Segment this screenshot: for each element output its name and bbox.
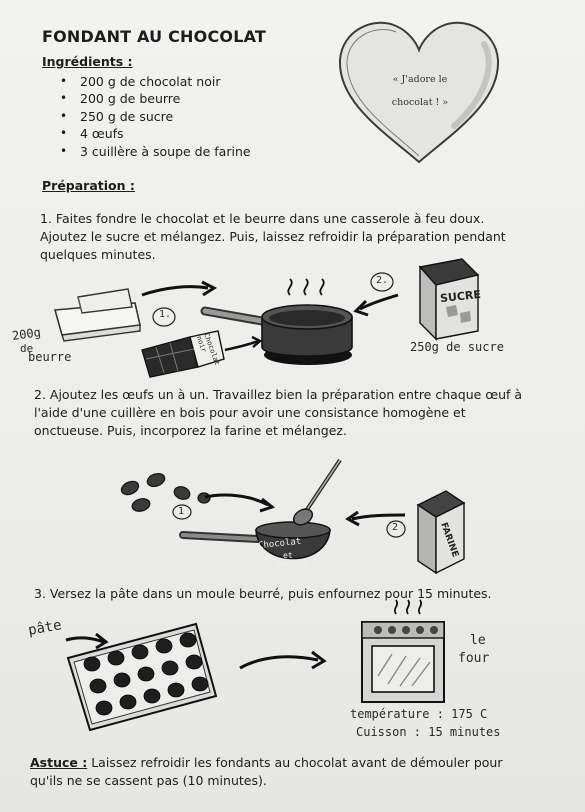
heart-quote-line1: « J'adore le xyxy=(392,74,448,85)
oven-icon xyxy=(361,599,445,703)
ingredients-list: 200 g de chocolat noir 200 g de beurre 2… xyxy=(60,73,251,160)
tray-cup xyxy=(179,632,197,648)
spoon-icon xyxy=(292,458,342,526)
heart-icon xyxy=(338,21,500,164)
tray-cup xyxy=(191,676,209,692)
tip-text: Astuce : Laissez refroidir les fondants … xyxy=(30,754,530,790)
illustration-step-3 xyxy=(65,599,445,732)
cuisson-label: Cuisson : 15 minutes xyxy=(356,725,501,739)
muffin-tray-icon xyxy=(66,622,218,732)
step-1-text: 1. Faites fondre le chocolat et le beurr… xyxy=(40,211,506,262)
tip-body: Laissez refroidir les fondants au chocol… xyxy=(30,755,503,788)
recipe-title: FONDANT AU CHOCOLAT xyxy=(42,27,267,46)
tray-cup xyxy=(95,700,113,716)
marker-2-label: 2 xyxy=(392,522,399,533)
butter-label-3: beurre xyxy=(28,350,72,364)
tray-cup xyxy=(89,678,107,694)
flour-box-icon xyxy=(416,490,466,575)
marker-1-circle xyxy=(172,504,192,520)
tray-cup xyxy=(113,672,131,688)
butter-icon xyxy=(53,288,141,342)
step-2-text: 2. Ajoutez les œufs un à un. Travaillez … xyxy=(34,387,523,438)
chocolate-bar-icon xyxy=(141,330,225,378)
marker-2-circle xyxy=(386,520,406,538)
preparation-heading: Préparation : xyxy=(42,178,135,193)
tray-cup xyxy=(107,650,125,666)
marker-1-label: 1. xyxy=(159,309,172,320)
step-3-text: 3. Versez la pâte dans un moule beurré, … xyxy=(34,586,492,601)
tray-cup xyxy=(155,638,173,654)
tray-cup xyxy=(143,688,161,704)
tray-cup xyxy=(83,656,101,672)
ingredient-item: 250 g de sucre xyxy=(60,108,251,126)
tip-label: Astuce : xyxy=(30,755,88,770)
sugar-box-icon xyxy=(418,258,480,341)
sugar-label: 250g de sucre xyxy=(410,340,504,354)
bowl-label-2: et xyxy=(283,551,293,560)
tray-cup xyxy=(137,666,155,682)
eggs-icon xyxy=(120,472,211,512)
ingredient-item: 4 œufs xyxy=(60,125,251,143)
illustration-step-2 xyxy=(120,458,466,575)
tray-cup xyxy=(185,654,203,670)
tray-cup xyxy=(161,660,179,676)
marker-2-circle xyxy=(370,272,394,292)
illustration-step-1 xyxy=(53,258,480,378)
butter-label-2: de xyxy=(20,342,34,355)
marker-1-circle xyxy=(152,307,176,327)
ingredient-item: 200 g de beurre xyxy=(60,90,251,108)
heart-quote-line2: chocolat ! » xyxy=(391,97,449,108)
oven-label-2: four xyxy=(458,651,490,666)
tray-cup xyxy=(131,644,149,660)
ingredient-item: 3 cuillère à soupe de farine xyxy=(60,143,251,161)
marker-2-label: 2. xyxy=(376,275,389,286)
tray-cup xyxy=(119,694,137,710)
oven-label-1: le xyxy=(470,633,486,648)
mixing-bowl-icon xyxy=(179,521,331,560)
ingredients-heading: Ingrédients : xyxy=(42,54,133,69)
bowl-label-3: beurre xyxy=(276,559,309,569)
temperature-label: température : 175 C xyxy=(350,707,488,721)
marker-1-label: 1 xyxy=(178,506,185,517)
ingredient-item: 200 g de chocolat noir xyxy=(60,73,251,91)
tray-cup xyxy=(167,682,185,698)
saucepan-icon xyxy=(200,278,353,365)
